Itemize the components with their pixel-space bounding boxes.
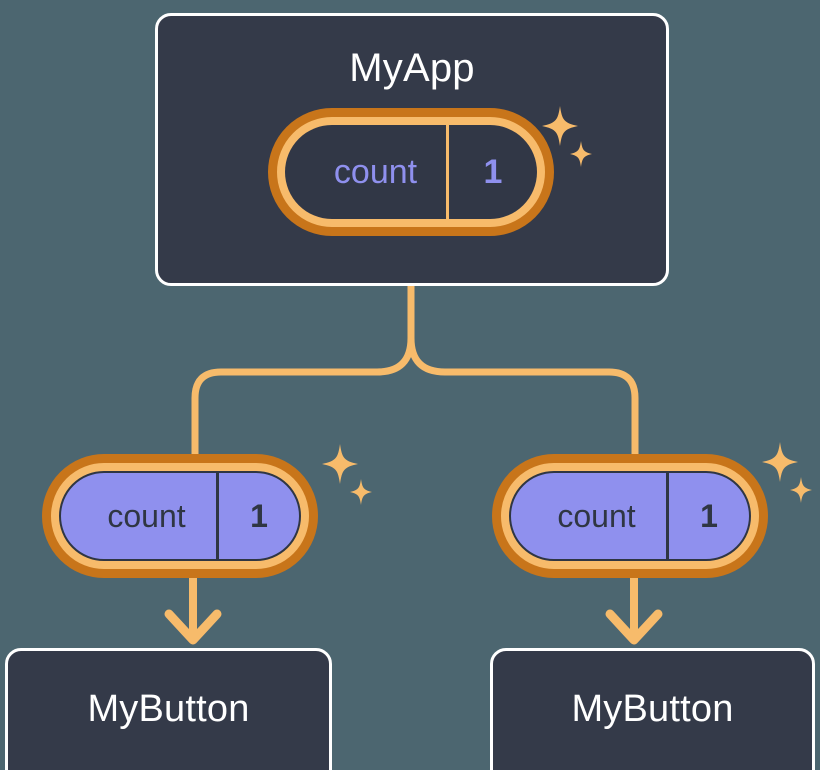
state-pill-child-right[interactable]: count 1 [492,454,768,578]
state-pill-child-left[interactable]: count 1 [42,454,318,578]
state-pill-myapp[interactable]: count 1 [268,108,554,236]
component-title: MyButton [87,688,250,730]
component-card-mybutton-left[interactable]: MyButton [5,648,332,770]
state-pill-inner: count 1 [285,125,537,219]
component-card-mybutton-right[interactable]: MyButton [490,648,815,770]
component-title: MyButton [571,688,734,730]
arrow-right [605,574,663,645]
state-key: count [107,497,186,534]
component-title: MyApp [349,46,475,90]
connector-branch-left [191,334,415,524]
state-key: count [557,497,636,534]
arrow-left [164,574,222,645]
state-value: 1 [446,125,537,219]
state-value: 1 [216,473,299,559]
state-key: count [333,152,418,191]
state-value: 1 [666,473,749,559]
state-pill-inner: count 1 [59,471,301,561]
state-pill-inner: count 1 [509,471,751,561]
